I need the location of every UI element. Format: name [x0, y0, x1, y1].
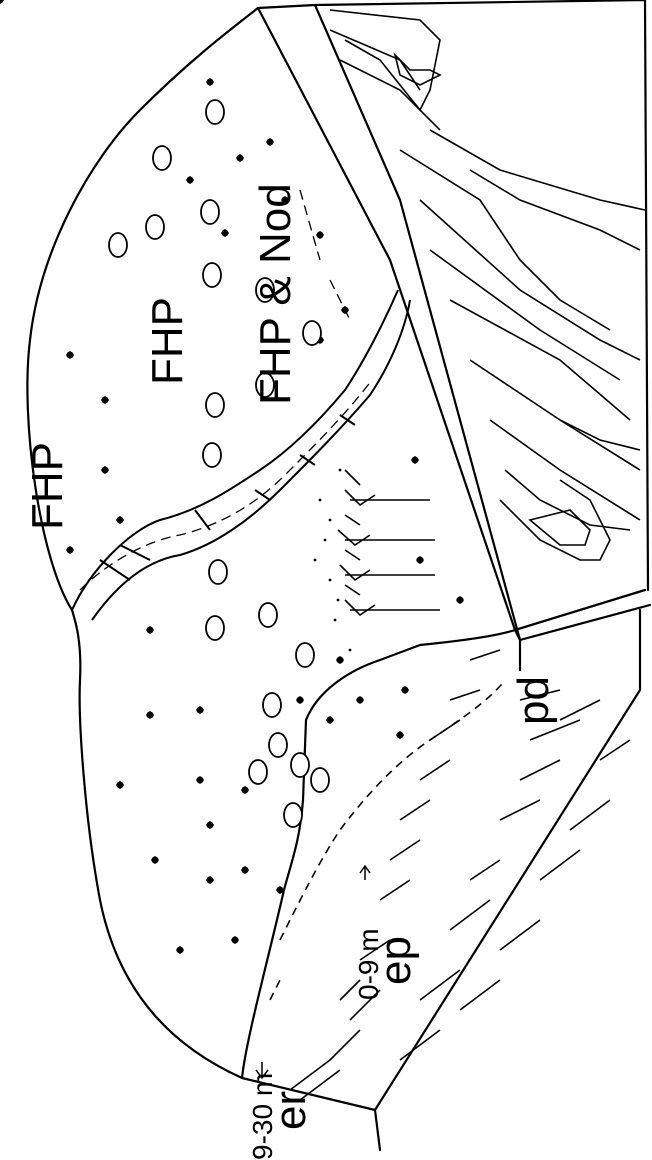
label-fhp-mid: FHP	[143, 297, 192, 385]
label-er-text: er	[266, 1091, 315, 1130]
river-channel	[72, 290, 410, 620]
label-ep-text: ep	[371, 936, 420, 985]
block-right-edge	[515, 590, 650, 640]
label-fhp-top: FHP	[23, 442, 72, 530]
block-front-face	[242, 610, 640, 1150]
label-pd: pd	[509, 676, 558, 725]
land-surface-outline	[27, 8, 645, 1078]
vegetation-patch	[338, 470, 440, 615]
label-ep: ep	[371, 936, 420, 985]
label-fhp-mid-text: FHP	[143, 297, 192, 385]
label-fhp-nod-text: FHP & Nod	[251, 183, 300, 405]
folded-strata	[330, 10, 645, 560]
label-pd-text: pd	[509, 676, 558, 725]
front-strata	[290, 650, 630, 1100]
label-fhp-top-text: FHP	[23, 442, 72, 530]
label-fhp-nod: FHP & Nod	[251, 183, 300, 405]
vegetation-stipple	[314, 469, 352, 652]
label-er: er	[266, 1091, 315, 1130]
